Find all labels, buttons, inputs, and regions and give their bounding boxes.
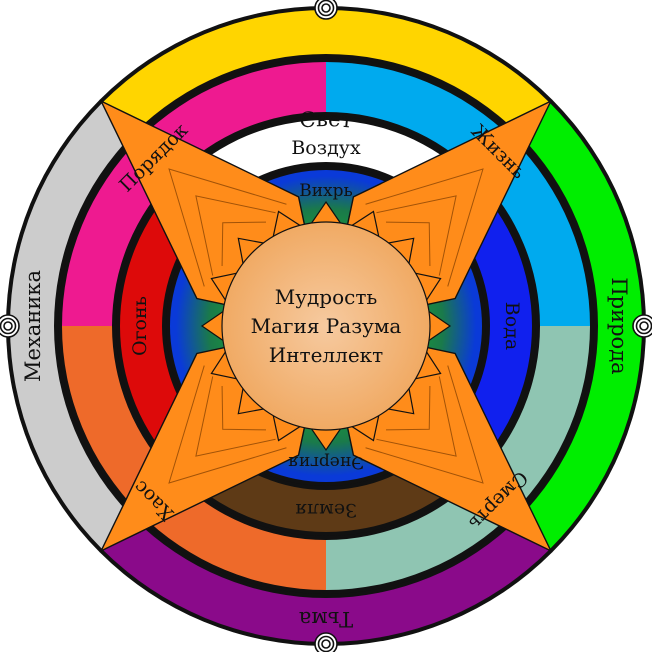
- outer-segment-light: [102, 10, 550, 134]
- label-nature: Природа: [607, 277, 631, 374]
- sun-disc: [221, 221, 431, 431]
- spiral-icon: [0, 314, 20, 338]
- center-sun: [200, 200, 452, 452]
- label-fire: Огонь: [129, 296, 151, 356]
- middle-segment-life: [326, 62, 590, 326]
- center-line-wisdom: Мудрость: [275, 285, 378, 309]
- outer-segment-mechanics: [10, 102, 134, 550]
- label-earth: Земля: [295, 499, 357, 521]
- middle-segment-chaos: [62, 326, 326, 590]
- center-line-mind-magic: Магия Разума: [251, 314, 402, 338]
- label-air: Воздух: [291, 137, 361, 159]
- spiral-icon: [314, 0, 338, 20]
- element-segment-water: [441, 180, 532, 472]
- middle-segment-order: [62, 62, 326, 326]
- label-dark: Тьма: [299, 607, 353, 631]
- middle-segment-death: [326, 326, 590, 590]
- spiral-icon: [632, 314, 652, 338]
- center-line-intellect: Интеллект: [269, 343, 383, 367]
- spiral-icon: [314, 632, 338, 652]
- element-segment-earth: [180, 441, 472, 532]
- outer-segment-dark: [102, 518, 550, 642]
- label-mechanics: Механика: [21, 270, 45, 382]
- label-light: Свет: [298, 107, 353, 133]
- label-water: Вода: [501, 302, 523, 350]
- outer-segment-nature: [518, 102, 642, 550]
- label-whirl: Вихрь: [299, 181, 353, 201]
- element-segment-fire: [120, 180, 211, 472]
- element-segment-air: [180, 120, 472, 211]
- label-energy: Энергия: [288, 452, 364, 472]
